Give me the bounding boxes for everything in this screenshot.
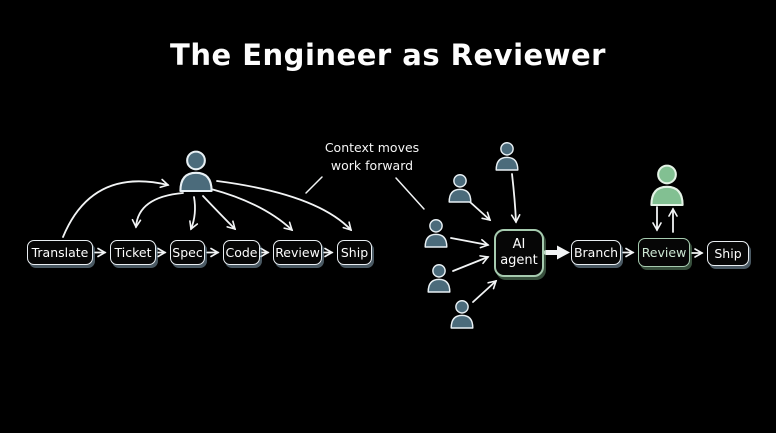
stakeholder-icon-4	[428, 264, 450, 292]
stakeholder-icon-3	[425, 219, 447, 247]
arrow-engineer-to-code	[202, 195, 237, 231]
step-box-ticket: Ticket	[110, 240, 156, 265]
thick-arrow-head	[557, 245, 570, 260]
leader-line-right	[395, 177, 425, 210]
diagram-title: The Engineer as Reviewer	[170, 38, 606, 72]
arrow-person5-agent	[472, 279, 498, 303]
step-box-branch: Branch	[571, 240, 621, 265]
stakeholder-arrows	[450, 173, 521, 303]
reviewer-icon	[651, 165, 683, 205]
step-box-ship-right: Ship	[707, 241, 749, 266]
step-box-code: Code	[223, 240, 260, 265]
step-box-ship: Ship	[337, 240, 372, 265]
arrow-person1-agent	[510, 173, 521, 224]
arrow-person3-agent	[450, 237, 490, 249]
step-box-translate: Translate	[27, 240, 93, 265]
leader-line-left	[305, 176, 323, 194]
ai-agent-box: AI agent	[494, 229, 544, 277]
agent-to-branch-arrow	[543, 245, 570, 260]
engineer-fanout-arrows	[62, 178, 353, 238]
arrow-translate-to-engineer	[62, 178, 170, 238]
context-annotation-line1: Context moves	[324, 140, 420, 155]
arrow-engineer-to-ticket	[131, 192, 184, 229]
reviewer-exchange-arrows	[652, 206, 678, 233]
engineer-icon	[180, 151, 212, 191]
arrow-engineer-to-spec	[189, 196, 199, 231]
stakeholder-icon-5	[451, 300, 473, 328]
stakeholder-icon-2	[449, 174, 471, 202]
arrow-engineer-to-ship	[216, 180, 353, 232]
context-annotation-line2: work forward	[330, 157, 414, 173]
context-annotation: Context moves work forward	[306, 139, 438, 174]
arrow-engineer-to-review	[210, 188, 294, 232]
arrow-person4-agent	[452, 255, 490, 272]
right-flow-step-arrows	[622, 247, 704, 258]
step-box-spec: Spec	[170, 240, 205, 265]
step-box-review: Review	[273, 240, 322, 265]
ai-agent-label-line2: agent	[500, 253, 538, 268]
annotation-leader-lines	[305, 176, 425, 210]
stakeholder-icon-1	[496, 142, 518, 170]
ai-agent-label-line1: AI	[512, 236, 526, 252]
step-box-review-right: Review	[638, 238, 690, 267]
arrow-person2-agent	[469, 201, 492, 222]
